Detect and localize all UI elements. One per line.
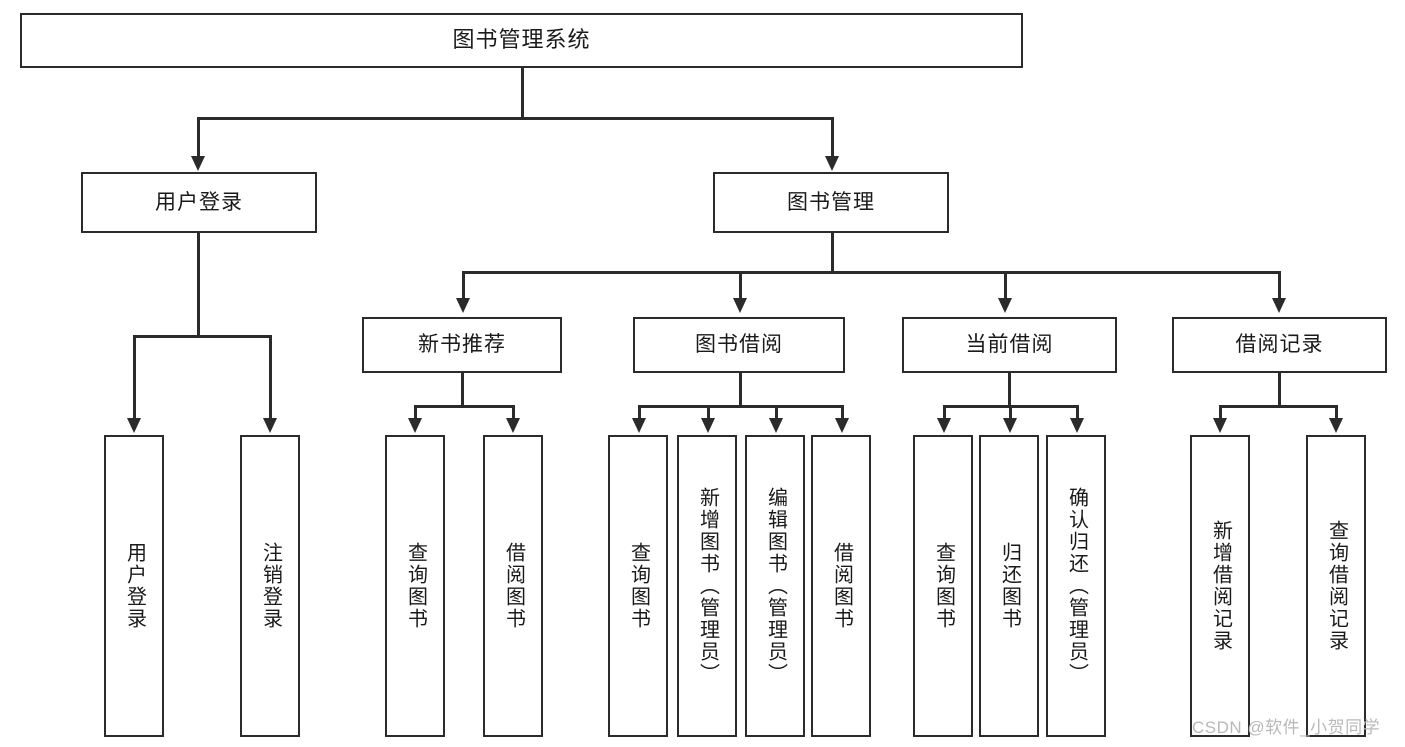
node-leaf-query-book-1-label: 查询图书 [404, 542, 427, 630]
node-leaf-user-logout[interactable]: 注销登录 [240, 435, 300, 737]
node-leaf-user-login-label: 用户登录 [123, 542, 146, 630]
arrow-to-leaf-query-book-1 [408, 418, 422, 433]
connector-bb-drop-1 [638, 405, 641, 420]
node-leaf-query-book-1[interactable]: 查询图书 [385, 435, 445, 737]
node-leaf-borrow-book-2[interactable]: 借阅图书 [811, 435, 871, 737]
connector-bm-drop-1 [462, 271, 465, 300]
node-leaf-borrow-book-1-label: 借阅图书 [502, 542, 525, 630]
arrow-to-leaf-add-book [701, 418, 715, 433]
node-leaf-user-logout-label: 注销登录 [259, 542, 282, 630]
node-leaf-borrow-book-2-label: 借阅图书 [830, 542, 853, 630]
arrow-to-leaf-add-record [1213, 418, 1227, 433]
connector-root-drop-2 [831, 117, 834, 158]
node-leaf-add-book-label: 新增图书（管理员） [696, 487, 719, 685]
node-leaf-add-record-label: 新增借阅记录 [1209, 520, 1232, 652]
connector-nbr-drop-1 [414, 405, 417, 420]
node-book-manage-label: 图书管理 [787, 190, 875, 214]
connector-br-drop-1 [1219, 405, 1222, 420]
arrow-to-leaf-query-book-2 [632, 418, 646, 433]
node-borrow-record[interactable]: 借阅记录 [1172, 317, 1387, 373]
node-root-label: 图书管理系统 [452, 27, 591, 53]
connector-book-manage-bus [462, 271, 1280, 274]
arrow-to-leaf-query-book-3 [937, 418, 951, 433]
node-root-system[interactable]: 图书管理系统 [20, 13, 1023, 68]
connector-nbr-stem [461, 373, 464, 405]
connector-book-manage-stem [831, 233, 834, 271]
connector-user-login-drop-1 [133, 335, 136, 420]
node-leaf-query-book-2-label: 查询图书 [627, 542, 650, 630]
connector-bb-bus [638, 405, 843, 408]
arrow-to-leaf-user-login [127, 418, 141, 433]
node-leaf-query-record-label: 查询借阅记录 [1325, 520, 1348, 652]
connector-cb-stem [1008, 373, 1011, 405]
arrow-to-leaf-edit-book [769, 418, 783, 433]
arrow-to-leaf-return-book [1003, 418, 1017, 433]
connector-bb-drop-2 [707, 405, 710, 420]
arrow-to-leaf-borrow-book-1 [506, 418, 520, 433]
node-leaf-query-book-3-label: 查询图书 [932, 542, 955, 630]
node-user-login[interactable]: 用户登录 [81, 172, 317, 233]
connector-root-stem [521, 68, 524, 117]
node-leaf-add-record[interactable]: 新增借阅记录 [1190, 435, 1250, 737]
connector-br-bus [1219, 405, 1337, 408]
connector-root-drop-1 [197, 117, 200, 158]
node-current-borrow[interactable]: 当前借阅 [902, 317, 1117, 373]
node-leaf-confirm-return[interactable]: 确认归还（管理员） [1046, 435, 1106, 737]
connector-cb-drop-2 [1009, 405, 1012, 420]
arrow-to-leaf-user-logout [263, 418, 277, 433]
arrow-to-book-borrow [733, 298, 747, 313]
connector-br-drop-2 [1335, 405, 1338, 420]
node-leaf-edit-book-label: 编辑图书（管理员） [764, 487, 787, 685]
node-leaf-return-book-label: 归还图书 [998, 542, 1021, 630]
node-leaf-add-book[interactable]: 新增图书（管理员） [677, 435, 737, 737]
node-borrow-record-label: 借阅记录 [1235, 333, 1324, 357]
arrow-to-leaf-borrow-book-2 [835, 418, 849, 433]
node-user-login-label: 用户登录 [155, 190, 243, 214]
node-leaf-borrow-book-1[interactable]: 借阅图书 [483, 435, 543, 737]
connector-cb-drop-1 [943, 405, 946, 420]
arrow-to-current-borrow [998, 298, 1012, 313]
connector-user-login-stem [197, 233, 200, 335]
arrow-to-leaf-query-record [1329, 418, 1343, 433]
node-current-borrow-label: 当前借阅 [965, 333, 1054, 357]
node-new-book-recommend-label: 新书推荐 [418, 333, 506, 357]
arrow-to-new-book-recommend [456, 298, 470, 313]
node-book-borrow[interactable]: 图书借阅 [633, 317, 845, 373]
node-leaf-query-book-3[interactable]: 查询图书 [913, 435, 973, 737]
arrow-to-leaf-confirm-return [1070, 418, 1084, 433]
node-leaf-edit-book[interactable]: 编辑图书（管理员） [745, 435, 805, 737]
node-leaf-query-record[interactable]: 查询借阅记录 [1306, 435, 1366, 737]
node-leaf-confirm-return-label: 确认归还（管理员） [1065, 487, 1088, 685]
connector-bm-drop-2 [739, 271, 742, 300]
connector-user-login-bus [133, 335, 271, 338]
connector-bb-drop-4 [841, 405, 844, 420]
node-book-manage[interactable]: 图书管理 [713, 172, 949, 233]
connector-bm-drop-4 [1278, 271, 1281, 300]
node-leaf-user-login[interactable]: 用户登录 [104, 435, 164, 737]
node-leaf-return-book[interactable]: 归还图书 [979, 435, 1039, 737]
connector-br-stem [1278, 373, 1281, 405]
connector-nbr-drop-2 [512, 405, 515, 420]
arrow-to-borrow-record [1272, 298, 1286, 313]
connector-bb-drop-3 [775, 405, 778, 420]
connector-bb-stem [739, 373, 742, 405]
connector-nbr-bus [414, 405, 514, 408]
arrow-to-user-login [191, 156, 205, 171]
connector-user-login-drop-2 [269, 335, 272, 420]
node-leaf-query-book-2[interactable]: 查询图书 [608, 435, 668, 737]
connector-bm-drop-3 [1004, 271, 1007, 300]
connector-root-bus [197, 117, 834, 120]
arrow-to-book-manage [825, 156, 839, 171]
connector-cb-drop-3 [1076, 405, 1079, 420]
node-new-book-recommend[interactable]: 新书推荐 [362, 317, 562, 373]
node-book-borrow-label: 图书借阅 [695, 333, 783, 357]
